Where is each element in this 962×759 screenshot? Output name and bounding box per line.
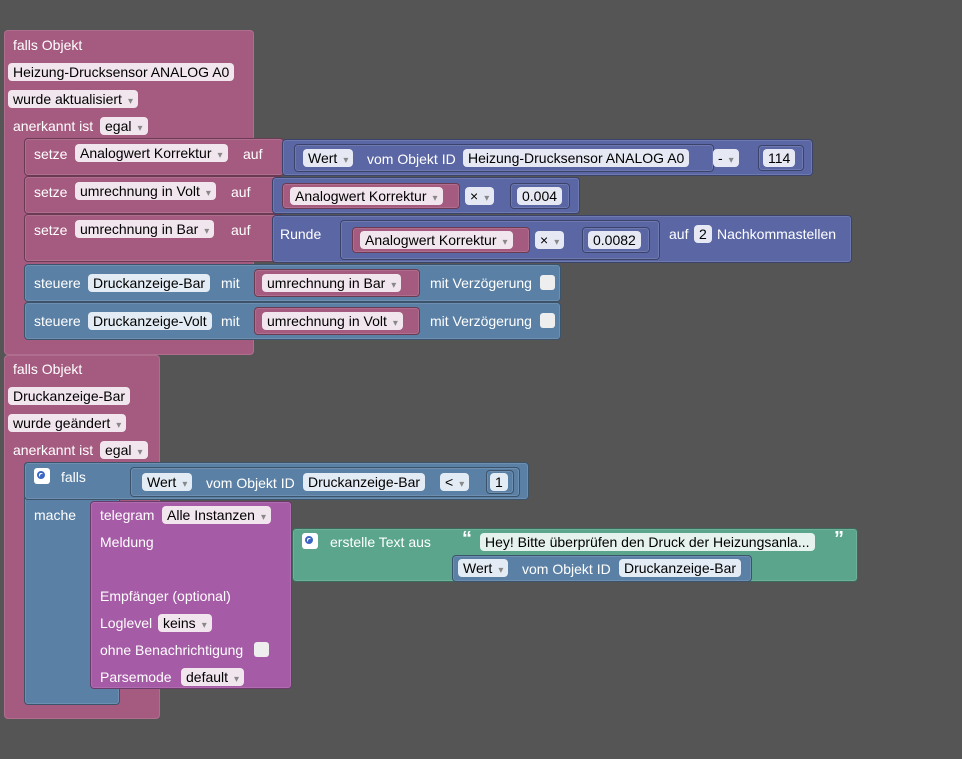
- set1-variable-dropdown[interactable]: Analogwert Korrektur: [75, 144, 228, 162]
- if-vom-label: vom Objekt ID: [206, 475, 295, 491]
- set3-auf2-label: auf: [669, 226, 689, 242]
- ctl2-delay-checkbox[interactable]: [540, 313, 555, 328]
- set3-operator-dropdown[interactable]: ×: [535, 231, 565, 249]
- set3-number-field[interactable]: 0.0082: [588, 231, 641, 249]
- set3-variable-dropdown[interactable]: umrechnung in Bar: [75, 220, 215, 238]
- event1-object-field[interactable]: Heizung-Drucksensor ANALOG A0: [8, 63, 235, 81]
- ctl1-delay-label: mit Verzögerung: [430, 275, 532, 291]
- set3-label: setze: [34, 222, 68, 238]
- event2-title: falls Objekt: [13, 361, 83, 377]
- if-falls-label: falls: [61, 469, 86, 485]
- ctl2-var-dropdown[interactable]: umrechnung in Volt: [262, 312, 403, 330]
- set1-wert-dropdown[interactable]: Wert: [303, 149, 354, 167]
- event2-ack-dropdown[interactable]: egal: [100, 441, 148, 459]
- if-number-field[interactable]: 1: [490, 473, 508, 491]
- text-join-label: erstelle Text aus: [330, 534, 431, 550]
- set3-auf-label: auf: [231, 222, 251, 238]
- telegram-loglevel-dropdown[interactable]: keins: [158, 614, 212, 632]
- close-quote: ”: [834, 528, 844, 550]
- ctl2-label: steuere: [34, 313, 81, 329]
- set2-operator-dropdown[interactable]: ×: [465, 187, 495, 205]
- set3-nachkomma-label: Nachkommastellen: [717, 226, 837, 242]
- ctl2-mit-label: mit: [221, 313, 240, 329]
- set3-runde-label: Runde: [280, 226, 322, 242]
- set3-var-dropdown[interactable]: Analogwert Korrektur: [360, 231, 513, 249]
- set1-object-field[interactable]: Heizung-Drucksensor ANALOG A0: [463, 149, 690, 167]
- set1-number-field[interactable]: 114: [763, 149, 796, 167]
- event1-ack-label: anerkannt ist: [13, 118, 94, 134]
- telegram-parsemode-label: Parsemode: [100, 669, 172, 685]
- gear-icon[interactable]: [302, 533, 318, 549]
- telegram-block[interactable]: [90, 501, 292, 689]
- ctl2-target-field[interactable]: Druckanzeige-Volt: [88, 312, 212, 330]
- set2-auf-label: auf: [231, 184, 251, 200]
- telegram-instances-dropdown[interactable]: Alle Instanzen: [162, 506, 271, 524]
- telegram-parsemode-dropdown[interactable]: default: [181, 668, 245, 686]
- set1-operator-dropdown[interactable]: -: [713, 149, 739, 167]
- set2-variable-dropdown[interactable]: umrechnung in Volt: [75, 182, 216, 200]
- event2-trigger-dropdown[interactable]: wurde geändert: [8, 414, 127, 432]
- event2-object-field[interactable]: Druckanzeige-Bar: [8, 387, 131, 405]
- set3-digits-field[interactable]: 2: [694, 225, 712, 243]
- event1-title: falls Objekt: [13, 37, 83, 53]
- gear-icon[interactable]: [34, 468, 50, 484]
- ctl1-delay-checkbox[interactable]: [540, 275, 555, 290]
- if-mache-label: mache: [34, 507, 77, 523]
- ctl1-target-field[interactable]: Druckanzeige-Bar: [88, 274, 211, 292]
- set1-label: setze: [34, 146, 68, 162]
- text-wert-dropdown[interactable]: Wert: [458, 559, 509, 577]
- telegram-label: telegram: [100, 507, 155, 523]
- event2-ack-label: anerkannt ist: [13, 442, 94, 458]
- telegram-empfaenger-label: Empfänger (optional): [100, 588, 231, 604]
- ctl2-delay-label: mit Verzögerung: [430, 313, 532, 329]
- set2-var-dropdown[interactable]: Analogwert Korrektur: [290, 187, 443, 205]
- text-object-field[interactable]: Druckanzeige-Bar: [619, 559, 742, 577]
- telegram-ohne-checkbox[interactable]: [254, 642, 269, 657]
- if-object-field[interactable]: Druckanzeige-Bar: [303, 473, 426, 491]
- open-quote: “: [462, 528, 472, 550]
- ctl1-label: steuere: [34, 275, 81, 291]
- ctl1-var-dropdown[interactable]: umrechnung in Bar: [262, 274, 402, 292]
- text-vom-label: vom Objekt ID: [522, 561, 611, 577]
- telegram-loglevel-label: Loglevel: [100, 615, 153, 631]
- set2-number-field[interactable]: 0.004: [517, 187, 563, 205]
- set2-label: setze: [34, 184, 68, 200]
- event1-ack-dropdown[interactable]: egal: [100, 117, 148, 135]
- if-wert-dropdown[interactable]: Wert: [142, 473, 193, 491]
- if-operator-dropdown[interactable]: <: [440, 473, 470, 491]
- set1-auf-label: auf: [243, 146, 263, 162]
- telegram-meldung-label: Meldung: [100, 534, 154, 550]
- text-literal-field[interactable]: Hey! Bitte überprüfen den Druck der Heiz…: [480, 533, 815, 551]
- event1-trigger-dropdown[interactable]: wurde aktualisiert: [8, 90, 138, 108]
- set1-vom-label: vom Objekt ID: [367, 151, 456, 167]
- telegram-ohne-label: ohne Benachrichtigung: [100, 642, 244, 658]
- ctl1-mit-label: mit: [221, 275, 240, 291]
